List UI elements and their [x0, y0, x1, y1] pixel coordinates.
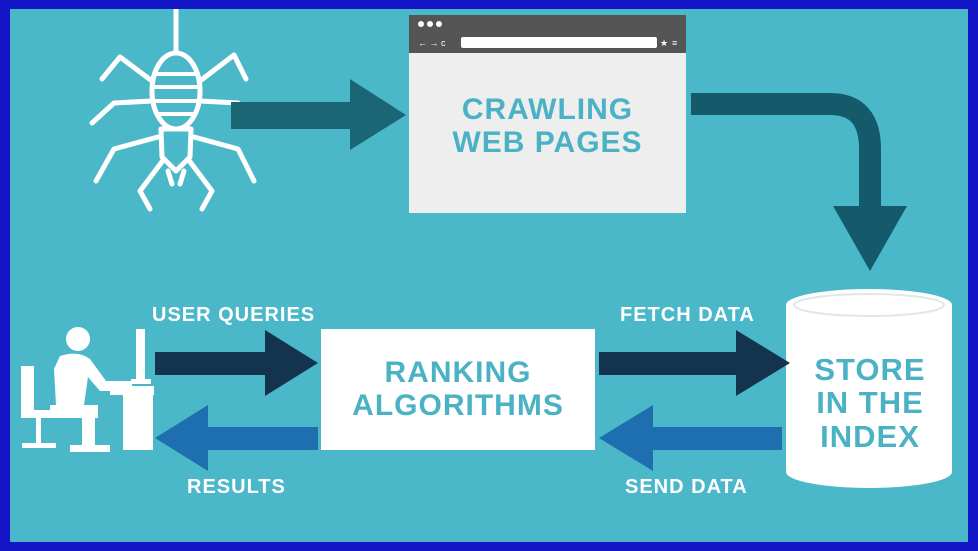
spider-icon: [89, 9, 263, 212]
store-label-line2: IN THE: [816, 385, 924, 421]
window-dot-icon: [427, 21, 433, 27]
store-label-line3: INDEX: [820, 418, 920, 454]
diagram-canvas: ← → c ★ ≡ CRAWLING WEB PAGES RANKING ALG…: [10, 9, 968, 542]
store-label-line1: STORE: [814, 352, 926, 387]
arrow-crawl-to-store: [691, 93, 907, 271]
send-data-label: SEND DATA: [625, 476, 748, 498]
crawling-browser-window: ← → c ★ ≡ CRAWLING WEB PAGES: [409, 15, 686, 213]
address-bar: [461, 37, 657, 48]
ranking-label-line2: ALGORITHMS: [352, 389, 564, 422]
browser-toolbar: ← → c ★ ≡: [409, 15, 686, 53]
crawling-label-line2: WEB PAGES: [452, 126, 643, 159]
star-icon: ★: [660, 38, 669, 48]
diagram-graphics: [21, 9, 952, 488]
store-index-label: STORE IN THE INDEX: [788, 352, 952, 454]
arrow-send-data: [599, 405, 782, 471]
ranking-label-line1: RANKING: [384, 356, 532, 389]
crawling-label-line1: CRAWLING: [461, 93, 634, 126]
window-dot-icon: [436, 21, 442, 27]
arrow-results: [155, 405, 318, 471]
window-dot-icon: [418, 21, 424, 27]
browser-nav-icons: ← → c: [418, 38, 446, 48]
user-queries-label: USER QUERIES: [152, 304, 316, 326]
results-label: RESULTS: [187, 476, 286, 498]
database-cylinder-icon: [786, 289, 952, 488]
ranking-algorithms-box: RANKING ALGORITHMS: [321, 329, 595, 450]
arrow-spider-to-crawl: [231, 79, 406, 150]
arrow-fetch-data: [599, 330, 790, 396]
arrow-user-queries: [155, 330, 318, 396]
user-at-computer-icon: [21, 327, 154, 452]
menu-icon: ≡: [672, 38, 678, 48]
crawling-label: CRAWLING WEB PAGES: [409, 93, 686, 159]
ranking-label: RANKING ALGORITHMS: [321, 356, 595, 422]
fetch-data-label: FETCH DATA: [620, 304, 755, 326]
